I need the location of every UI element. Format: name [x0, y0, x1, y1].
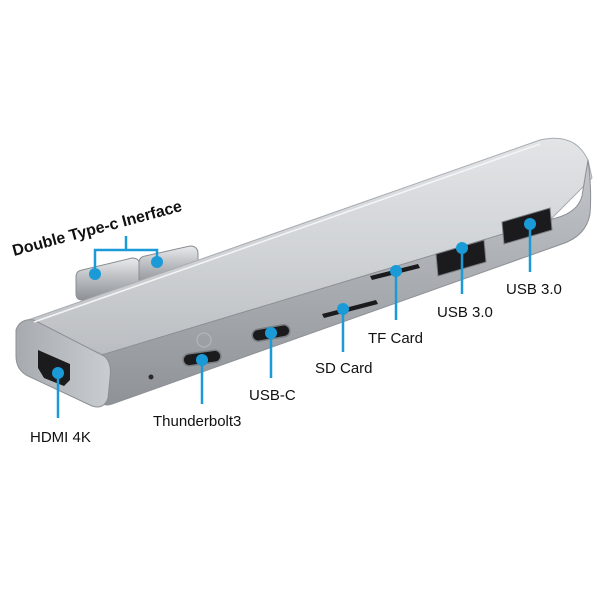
label-sd-card: SD Card	[315, 360, 373, 377]
callout-dot-sd	[337, 303, 349, 315]
label-usb30-b: USB 3.0	[506, 281, 562, 298]
thunderbolt-logo	[196, 332, 212, 348]
callout-dot-thunderbolt	[196, 354, 208, 366]
label-hdmi: HDMI 4K	[30, 429, 91, 446]
callout-dot-typec-right	[151, 256, 163, 268]
label-tf-card: TF Card	[368, 330, 423, 347]
label-thunderbolt: Thunderbolt3	[153, 413, 241, 430]
callout-dot-typec-left	[89, 268, 101, 280]
callout-dot-usb30-b	[524, 218, 536, 230]
sd-card-slot	[322, 300, 378, 318]
label-usb-c: USB-C	[249, 387, 296, 404]
callouts	[56, 226, 532, 418]
label-usb30-a: USB 3.0	[437, 304, 493, 321]
callout-dot-tf	[390, 265, 402, 277]
status-led	[148, 374, 154, 380]
callout-dot-usb-c	[265, 327, 277, 339]
callout-dot-usb30-a	[456, 242, 468, 254]
callout-dots	[52, 218, 536, 379]
callout-dot-hdmi	[52, 367, 64, 379]
